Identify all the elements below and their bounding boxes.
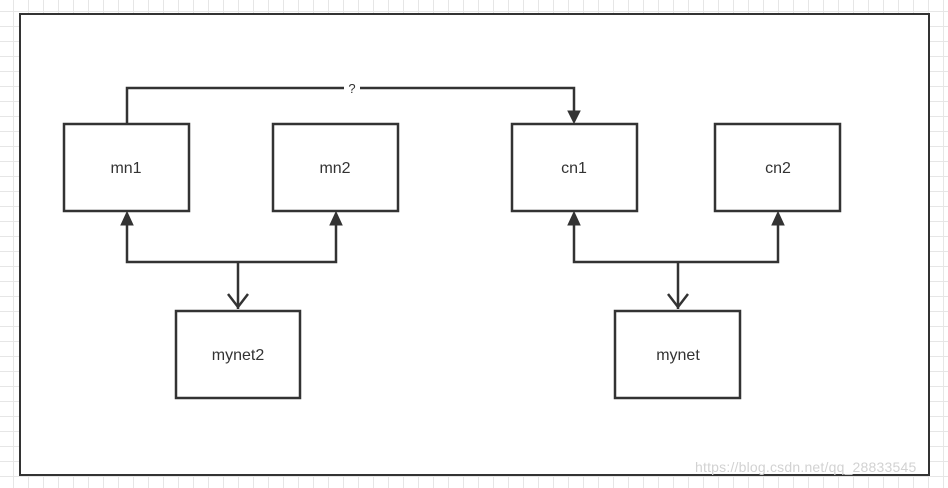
watermark-text: https://blog.csdn.net/qq_28833545 [695, 459, 917, 475]
node-cn2[interactable]: cn2 [713, 122, 842, 213]
edge-mynet-to-cn1-cn2 [567, 210, 785, 310]
node-cn1-label: cn1 [561, 160, 587, 177]
node-mn2[interactable]: mn2 [271, 122, 400, 213]
edge-mn1-to-cn1: ? [125, 80, 581, 125]
node-mynet-label: mynet [656, 347, 700, 364]
node-cn2-label: cn2 [765, 160, 791, 177]
edge-label-question: ? [348, 81, 355, 96]
node-mn1-label: mn1 [110, 160, 141, 177]
node-mynet2[interactable]: mynet2 [174, 309, 302, 400]
node-cn1[interactable]: cn1 [510, 122, 639, 213]
node-mynet[interactable]: mynet [613, 309, 742, 400]
node-mn1[interactable]: mn1 [62, 122, 191, 213]
node-mynet2-label: mynet2 [212, 347, 265, 364]
node-mn2-label: mn2 [319, 160, 350, 177]
edge-mynet2-to-mn1-mn2 [120, 210, 343, 310]
